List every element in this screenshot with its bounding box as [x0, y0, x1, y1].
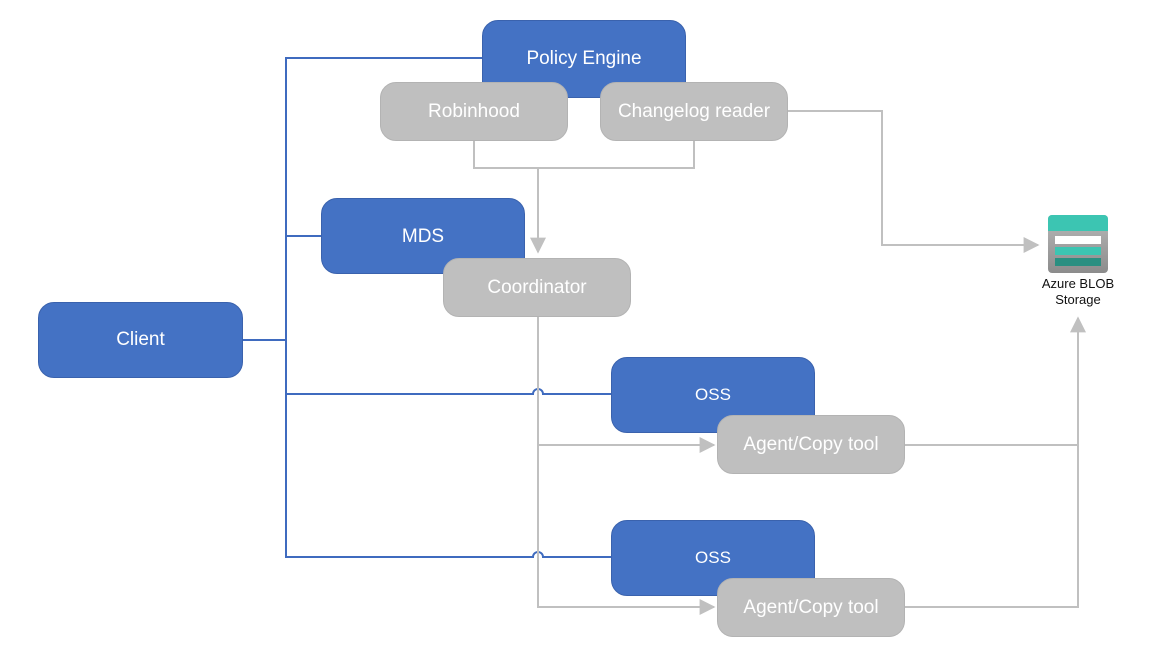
oss-node-1: OSS — [611, 357, 815, 433]
coordinator-label: Coordinator — [487, 276, 587, 298]
changelog-reader-node: Changelog reader — [600, 82, 788, 141]
agent-1-to-storage-line — [905, 316, 1086, 446]
policy-engine-label: Policy Engine — [526, 48, 642, 69]
storage-label-line-2: Storage — [1055, 292, 1101, 307]
agent-2-to-storage-line — [905, 445, 1079, 608]
coordinator-node: Coordinator — [443, 258, 631, 317]
robinhood-node: Robinhood — [380, 82, 568, 141]
data-flow-connectors — [473, 110, 1086, 615]
azure-blob-storage: Azure BLOB Storage — [1034, 214, 1124, 314]
mds-label: MDS — [401, 226, 445, 247]
azure-blob-storage-label: Azure BLOB Storage — [1034, 276, 1122, 308]
agent-copy-tool-label: Agent/Copy tool — [743, 596, 879, 618]
coordinator-to-agent-2-line — [537, 445, 716, 615]
azure-blob-storage-icon — [1048, 215, 1108, 273]
client-to-oss-1-line — [285, 340, 612, 395]
client-to-oss-2-line — [285, 394, 612, 558]
client-node: Client — [38, 302, 243, 378]
agent-copy-tool-node-2: Agent/Copy tool — [717, 578, 905, 637]
client-label: Client — [116, 329, 165, 350]
client-to-policy-engine-line — [242, 57, 482, 341]
oss-label: OSS — [695, 548, 731, 567]
agent-copy-tool-label: Agent/Copy tool — [743, 433, 879, 455]
robinhood-to-coordinator-line — [473, 140, 538, 169]
changelog-to-storage-line — [788, 110, 1040, 253]
storage-label-line-1: Azure BLOB — [1041, 276, 1115, 291]
agent-copy-tool-node-1: Agent/Copy tool — [717, 415, 905, 474]
changelog-to-coordinator-line — [530, 140, 695, 254]
robinhood-label: Robinhood — [428, 100, 520, 122]
oss-node-2: OSS — [611, 520, 815, 596]
oss-label: OSS — [695, 385, 731, 404]
changelog-reader-label: Changelog reader — [617, 100, 771, 122]
